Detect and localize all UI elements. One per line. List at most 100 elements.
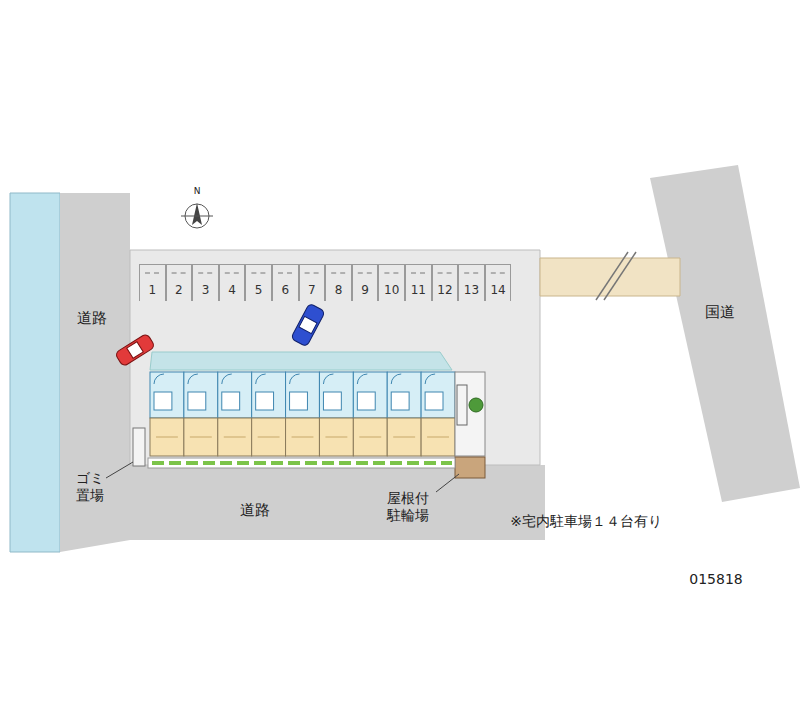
unit-room <box>319 418 353 456</box>
unit-upper <box>252 372 286 418</box>
stall-mark <box>393 273 398 274</box>
room-line <box>190 437 212 438</box>
stall-number: 6 <box>281 283 289 297</box>
door-swing <box>357 374 367 384</box>
stall-number: 2 <box>175 283 183 297</box>
parking-stall: 13 <box>458 264 485 301</box>
map-id: 015818 <box>689 571 742 589</box>
stall-mark <box>234 273 239 274</box>
stall-mark <box>464 273 469 274</box>
stall-mark <box>473 273 478 274</box>
garbage-area <box>133 428 145 466</box>
road-name: 道路 <box>240 501 270 519</box>
car-roof <box>127 342 144 359</box>
blue-car <box>291 303 326 347</box>
unit-bath <box>256 392 274 410</box>
compass-axis <box>181 216 213 217</box>
unit-room <box>184 418 218 456</box>
stall-mark <box>411 273 416 274</box>
room-line <box>427 437 449 438</box>
parking-stall: 10 <box>378 264 405 301</box>
unit-upper <box>184 372 218 418</box>
unit-upper <box>421 372 455 418</box>
unit-upper <box>353 372 387 418</box>
hedge-strip <box>148 458 455 468</box>
stall-number: 13 <box>464 283 479 297</box>
compass-needle <box>192 203 202 225</box>
stall-number: 10 <box>384 283 399 297</box>
unit-room <box>387 418 421 456</box>
room-line <box>156 437 178 438</box>
room-line <box>224 437 246 438</box>
unit-bath <box>323 392 341 410</box>
stall-mark <box>172 273 177 274</box>
leader-line <box>436 474 459 492</box>
bicycle-shed <box>455 457 485 478</box>
car-body <box>291 303 326 347</box>
lot-ground <box>130 250 540 465</box>
car-body <box>115 333 156 367</box>
stall-mark <box>358 273 363 274</box>
door-swing <box>154 374 164 384</box>
unit-bath <box>290 392 308 410</box>
roof-overhang <box>150 352 452 370</box>
unit-bath <box>357 392 375 410</box>
unit-upper <box>218 372 252 418</box>
road-area-label: 国道 <box>701 301 739 323</box>
stall-mark <box>438 273 443 274</box>
unit-upper <box>387 372 421 418</box>
stall-number: 9 <box>361 283 369 297</box>
stall-number: 7 <box>308 283 316 297</box>
parking-stall: 14 <box>485 264 512 301</box>
break-mark <box>596 252 628 300</box>
bicycle-label: 屋根付 駐輪場 <box>385 490 431 525</box>
apartment-units <box>150 372 455 456</box>
stall-mark <box>225 273 230 274</box>
stall-number: 11 <box>411 283 426 297</box>
door-swing <box>188 374 198 384</box>
unit-upper <box>319 372 353 418</box>
parking-stall: 4 <box>219 264 246 301</box>
river-strip <box>10 193 60 552</box>
stall-mark <box>278 273 283 274</box>
parking-stall: 1 <box>139 264 166 301</box>
plant <box>469 398 483 412</box>
road-area <box>60 193 545 552</box>
stall-mark <box>181 273 186 274</box>
stall-mark <box>384 273 389 274</box>
stall-number: 3 <box>202 283 210 297</box>
stair-area <box>455 372 485 456</box>
parking-stall: 5 <box>245 264 272 301</box>
room-line <box>325 437 347 438</box>
north-mark: N <box>194 186 201 197</box>
unit-bath <box>425 392 443 410</box>
stall-mark <box>145 273 150 274</box>
door-swing <box>256 374 266 384</box>
unit-bath <box>391 392 409 410</box>
stall-mark <box>154 273 159 274</box>
parking-stall: 9 <box>352 264 379 301</box>
stall-number: 12 <box>437 283 452 297</box>
door-swing <box>323 374 333 384</box>
stall-mark <box>287 273 292 274</box>
stall-mark <box>314 273 319 274</box>
unit-room <box>252 418 286 456</box>
unit-bath <box>188 392 206 410</box>
parking-stall: 11 <box>405 264 432 301</box>
unit-room <box>286 418 320 456</box>
stall-mark <box>420 273 425 274</box>
stall-mark <box>260 273 265 274</box>
parking-stall: 8 <box>325 264 352 301</box>
unit-upper <box>150 372 184 418</box>
room-line <box>292 437 314 438</box>
road-name: 道路 <box>77 309 107 327</box>
unit-room <box>218 418 252 456</box>
stall-number: 5 <box>255 283 263 297</box>
stall-mark <box>207 273 212 274</box>
stall-mark <box>331 273 336 274</box>
red-car <box>115 333 156 367</box>
unit-bath <box>154 392 172 410</box>
road-area-label: 道路 <box>236 499 274 521</box>
unit-room <box>353 418 387 456</box>
garbage-label: ゴミ 置場 <box>74 470 106 505</box>
